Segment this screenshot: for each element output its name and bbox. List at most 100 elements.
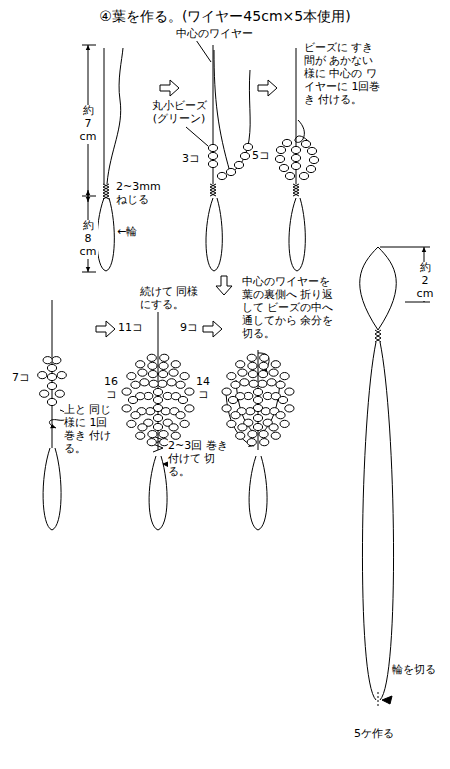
bead [160,354,169,361]
bead [291,154,300,161]
bead [247,354,256,361]
bead [276,146,285,153]
panel-5 [149,300,173,530]
bead [240,379,249,386]
bead [253,388,262,395]
bead [247,439,256,446]
bead [238,424,247,431]
bead [234,161,243,168]
note-label: 9コ [180,322,198,335]
bead [258,370,267,377]
bead [153,388,162,395]
bead [276,412,285,419]
bead [208,144,217,151]
bead [127,373,136,380]
note-label: ←輪 [117,226,137,239]
bead [248,370,257,377]
bead [291,146,300,153]
bead [146,408,155,415]
bead [238,369,247,376]
bead [253,396,262,403]
bead [153,423,162,430]
bead [269,424,278,431]
note-label: 中心のワイヤーを 葉の裏側へ 折り返して ビーズの中へ 通してから 余分を切る。 [242,276,338,341]
step-arrow [160,80,179,96]
bead [222,388,231,395]
bead [267,379,276,386]
bead [271,432,280,439]
bead [217,172,226,179]
bead [285,405,294,412]
note-label: 5ケ作る [354,728,394,741]
bead [278,396,287,403]
bead [276,381,285,388]
step-arrow [96,321,115,337]
bead [47,382,56,389]
bead [208,160,217,167]
bead [222,405,231,412]
bead [285,388,294,395]
bead [148,362,157,369]
note-label: 丸小ビーズ (グリーン) [146,100,212,126]
bead [138,424,147,431]
bead [57,372,66,379]
bead [301,140,310,147]
bead [236,361,245,368]
bead [258,380,267,387]
note-label: 3コ [182,153,200,166]
note-label: 約 2 cm [415,262,435,301]
bead [227,373,236,380]
bead [140,379,149,386]
bead [306,165,315,172]
note-label: 7コ [12,372,30,385]
bead [285,172,294,179]
bead [253,414,262,421]
bead [147,354,156,361]
bead [153,414,162,421]
bead [167,379,176,386]
note-label: 中心のワイヤー [176,28,253,41]
bead [236,432,245,439]
bead [159,431,168,438]
bead [136,432,145,439]
bead [228,396,237,403]
bead [280,420,289,427]
bead [47,364,56,371]
bead [248,362,257,369]
bead [169,369,178,376]
bead [138,369,147,376]
note-label: 続けて 同様にする。 [140,286,204,312]
bead [43,357,52,364]
bead [231,381,240,388]
bead [153,396,162,403]
bead [248,431,257,438]
bead [171,361,180,368]
bead [136,361,145,368]
bead [259,362,268,369]
bead [158,370,167,377]
bead [231,412,240,419]
bead [240,152,249,159]
panel-6 [226,350,280,530]
bead [159,362,168,369]
bead [280,373,289,380]
bead [261,408,270,415]
note-label: 11コ [118,322,143,335]
bead [299,172,308,179]
bead [122,388,131,395]
bead [38,372,47,379]
bead [127,420,136,427]
bead [309,156,318,163]
bead [178,396,187,403]
bead [169,424,178,431]
bead [52,357,61,364]
bead [226,168,235,175]
bead [131,412,140,419]
bead [260,354,269,361]
panel-7 [360,247,430,708]
bead [282,139,291,146]
note-label: 約 8 cm [78,220,98,259]
bead [176,381,185,388]
